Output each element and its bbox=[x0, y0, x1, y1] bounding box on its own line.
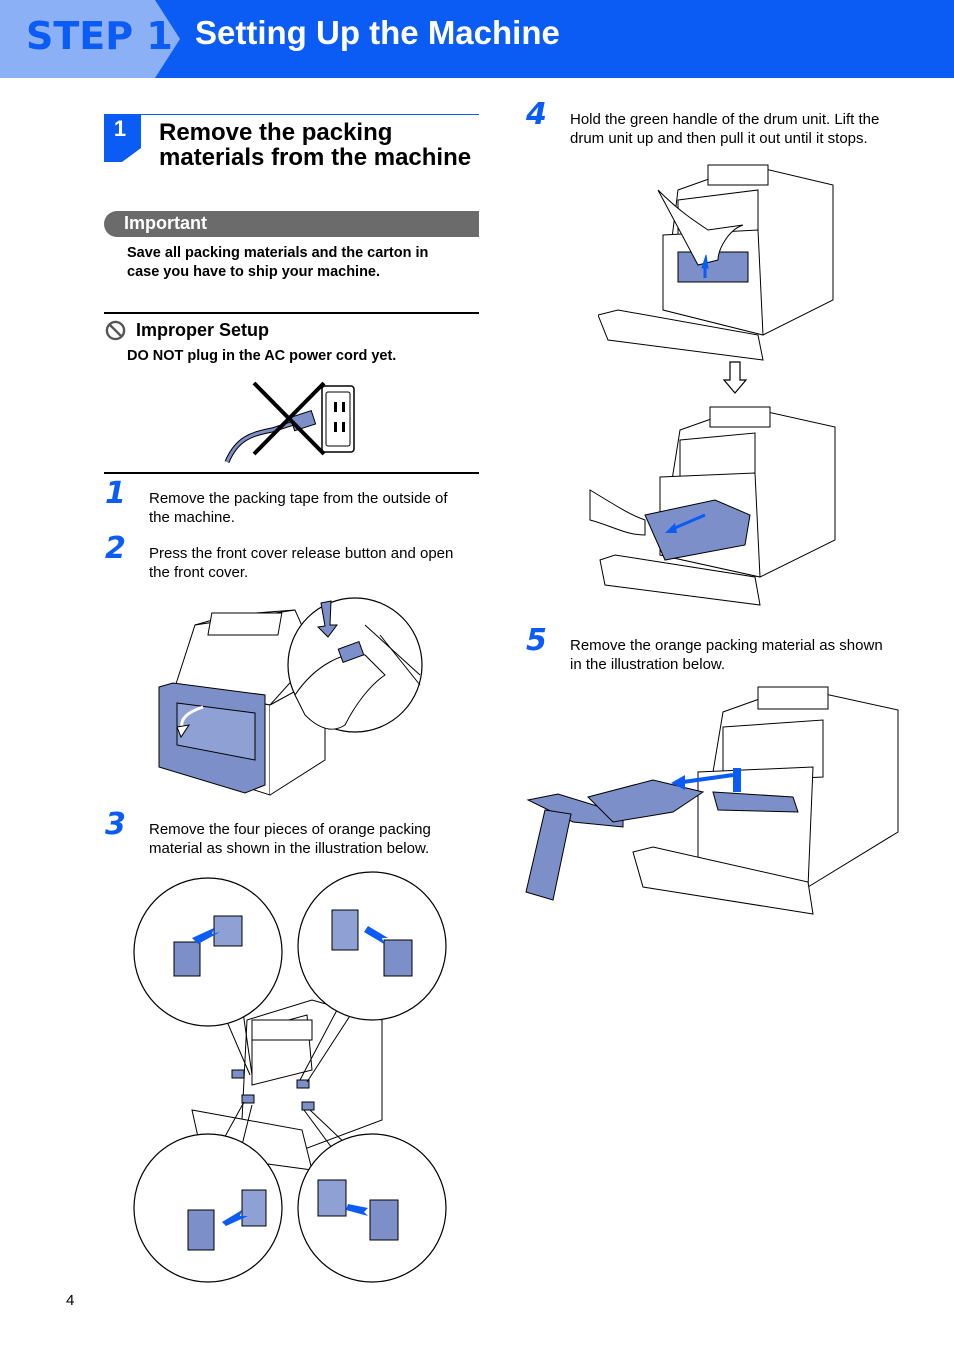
down-arrow-icon bbox=[722, 361, 748, 394]
page-header: STEP 1 Setting Up the Machine bbox=[0, 0, 954, 78]
step-text-5: Remove the orange packing material as sh… bbox=[570, 636, 915, 674]
step-number-3: 3 bbox=[105, 807, 126, 842]
steps-top-rule bbox=[104, 472, 479, 474]
improper-setup-title: Improper Setup bbox=[136, 320, 270, 340]
drum-pull-out-illustration bbox=[589, 406, 836, 606]
orange-packing-four-pieces-illustration bbox=[133, 871, 447, 1283]
section-title: Remove the packing materials from the ma… bbox=[159, 120, 489, 170]
step-1-line2: the machine. bbox=[149, 509, 235, 526]
step-4-line1: Hold the green handle of the drum unit. … bbox=[570, 111, 880, 128]
step-label: STEP 1 bbox=[26, 14, 173, 58]
drum-lift-illustration bbox=[598, 164, 834, 361]
step-number-5: 5 bbox=[526, 623, 547, 658]
front-cover-illustration bbox=[158, 597, 423, 796]
page-number: 4 bbox=[66, 1292, 75, 1309]
step-tab bbox=[0, 0, 180, 78]
step-number-1: 1 bbox=[105, 476, 126, 511]
section-number: 1 bbox=[113, 116, 127, 141]
section-title-line1: Remove the packing bbox=[159, 119, 393, 146]
step-3-line2: material as shown in the illustration be… bbox=[149, 840, 430, 857]
important-text: Save all packing materials and the carto… bbox=[127, 244, 477, 282]
important-text-line1: Save all packing materials and the carto… bbox=[127, 245, 429, 261]
important-bar bbox=[104, 211, 479, 237]
step-text-3: Remove the four pieces of orange packing… bbox=[149, 820, 479, 858]
improper-top-rule bbox=[104, 312, 479, 314]
step-2-line1: Press the front cover release button and… bbox=[149, 545, 454, 562]
section-title-line2: materials from the machine bbox=[159, 144, 472, 171]
important-text-line2: case you have to ship your machine. bbox=[127, 264, 381, 280]
section-badge-shape bbox=[104, 114, 141, 162]
step-text-1: Remove the packing tape from the outside… bbox=[149, 489, 479, 527]
step-4-line2: drum unit up and then pull it out until … bbox=[570, 130, 868, 147]
step-number-4: 4 bbox=[526, 97, 547, 132]
page-title: Setting Up the Machine bbox=[195, 14, 560, 51]
step-5-line2: in the illustration below. bbox=[570, 656, 726, 673]
step-2-line2: the front cover. bbox=[149, 564, 249, 581]
important-title: Important bbox=[124, 213, 207, 233]
step-1-line1: Remove the packing tape from the outside… bbox=[149, 490, 448, 507]
improper-setup-text: DO NOT plug in the AC power cord yet. bbox=[127, 348, 397, 364]
step-3-line1: Remove the four pieces of orange packing bbox=[149, 821, 431, 838]
step-number-2: 2 bbox=[105, 531, 126, 566]
prohibited-icon bbox=[105, 320, 126, 341]
orange-packing-removal-illustration bbox=[525, 686, 899, 915]
step-5-line1: Remove the orange packing material as sh… bbox=[570, 637, 883, 654]
section-rule bbox=[141, 114, 479, 115]
power-cord-illustration bbox=[224, 381, 355, 464]
step-text-4: Hold the green handle of the drum unit. … bbox=[570, 110, 915, 148]
step-text-2: Press the front cover release button and… bbox=[149, 544, 479, 582]
